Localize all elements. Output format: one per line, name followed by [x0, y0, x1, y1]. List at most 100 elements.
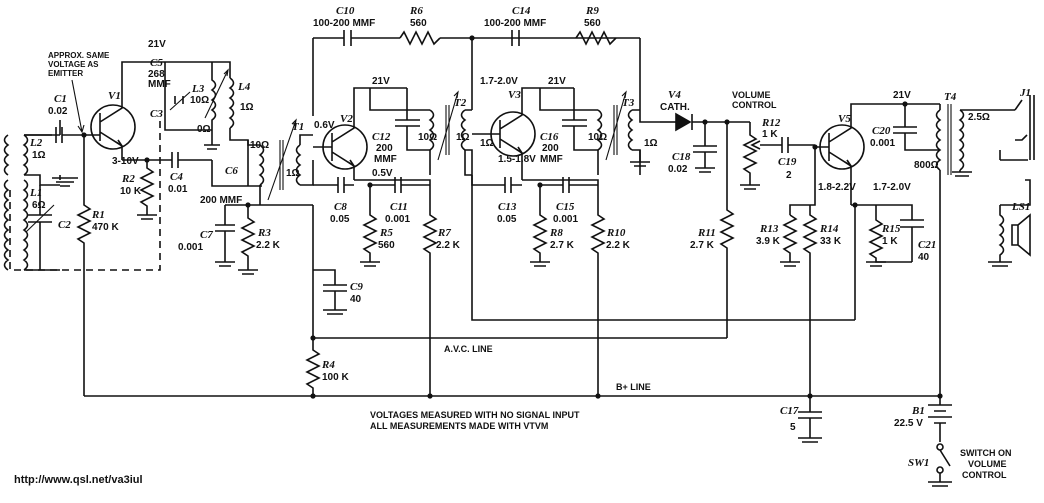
v3-emitter-voltage: 1.5-1.8V	[498, 154, 536, 165]
value-b1: 22.5 V	[894, 418, 923, 429]
resistor-r1	[76, 135, 92, 396]
label-r3: R3	[257, 227, 271, 239]
label-t4: T4	[944, 91, 957, 103]
note-measure-line2: ALL MEASUREMENTS MADE WITH VTVM	[370, 421, 548, 431]
value-r10: 2.2 K	[606, 240, 631, 251]
value-c6: 200 MMF	[200, 195, 242, 206]
value-r7: 2.2 K	[436, 240, 461, 251]
v2-base-voltage: 0.6V	[314, 120, 335, 131]
label-l2: L2	[29, 137, 43, 149]
label-c4: C4	[170, 171, 183, 183]
label-r9: R9	[585, 5, 599, 17]
value-l2: 1Ω	[32, 150, 46, 161]
capacitor-c14	[511, 30, 520, 46]
capacitor-c16	[562, 110, 598, 151]
capacitor-c2	[25, 185, 55, 270]
label-avc-line: A.V.C. LINE	[444, 344, 493, 354]
value-c17: 5	[790, 422, 796, 433]
resistor-r7	[422, 200, 438, 396]
label-r6: R6	[409, 5, 423, 17]
value-c20: 0.001	[870, 138, 895, 149]
capacitor-c10	[343, 30, 356, 46]
value-r3: 2.2 K	[256, 240, 281, 251]
t1-pri: 10Ω	[250, 140, 269, 151]
label-c6: C6	[225, 165, 238, 177]
resistor-r4	[305, 338, 321, 396]
label-c16: C16	[540, 131, 559, 143]
unit-c12: MMF	[374, 154, 397, 165]
capacitor-c21	[900, 219, 924, 262]
value-c5: 268	[148, 69, 165, 80]
value-c8: 0.05	[330, 214, 350, 225]
value-r2: 10 K	[120, 186, 142, 197]
capacitor-c4	[147, 152, 212, 168]
label-c20: C20	[872, 125, 891, 137]
value-c16: 200	[542, 143, 559, 154]
label-c17: C17	[780, 405, 799, 417]
v1-voltage: 3-10V	[112, 156, 139, 167]
v21-a: 21V	[148, 39, 166, 50]
jack-j1	[999, 95, 1035, 161]
label-c7: C7	[200, 229, 213, 241]
capacitor-c12	[395, 110, 430, 151]
label-r11: R11	[697, 227, 716, 239]
value-c4: 0.01	[168, 184, 188, 195]
transformer-t1	[247, 118, 314, 206]
value-r5: 560	[378, 240, 395, 251]
resistor-r11	[719, 122, 735, 338]
value-r13: 3.9 K	[756, 236, 781, 247]
t3-sec: 1Ω	[644, 138, 658, 149]
capacitor-c17	[798, 396, 822, 443]
value-c21: 40	[918, 252, 930, 263]
v2-emitter-voltage: 0.5V	[372, 168, 393, 179]
battery-b1	[928, 396, 952, 442]
transistor-v2	[313, 87, 407, 180]
label-r12: R12	[761, 117, 781, 129]
unit-c5: MMF	[148, 79, 171, 90]
label-c15: C15	[556, 201, 575, 213]
value-r8: 2.7 K	[550, 240, 575, 251]
resistor-r5	[362, 185, 378, 262]
gang-dashed-line	[9, 120, 161, 271]
t4-pri: 800Ω	[914, 160, 939, 171]
value-r1: 470 K	[92, 222, 119, 233]
t4-sec: 2.5Ω	[968, 112, 990, 123]
capacitor-c18	[693, 122, 717, 173]
value-c14: 100-200 MMF	[484, 18, 546, 29]
v5-emitter-voltage: 1.7-2.0V	[873, 182, 911, 193]
label-c12: C12	[372, 131, 391, 143]
v21-d: 21V	[893, 90, 911, 101]
value-r12: 1 K	[762, 129, 778, 140]
label-v4: V4	[668, 89, 681, 101]
value-c18: 0.02	[668, 164, 688, 175]
label-j1: J1	[1019, 87, 1031, 99]
value-c7: 0.001	[178, 242, 203, 253]
v21-c: 21V	[548, 76, 566, 87]
label-ls1: LS1	[1011, 201, 1030, 213]
resistor-r15	[868, 205, 912, 263]
label-c14: C14	[512, 5, 531, 17]
junction-dots	[81, 35, 943, 399]
switch-sw1[interactable]	[928, 443, 952, 487]
transformer-t4	[935, 104, 1015, 396]
label-r8: R8	[549, 227, 563, 239]
diode-v4	[660, 112, 750, 132]
svg-text:EMITTER: EMITTER	[48, 69, 83, 78]
value-r9: 560	[584, 18, 601, 29]
label-v3: V3	[508, 89, 521, 101]
coil-l3	[204, 62, 229, 130]
label-c9: C9	[350, 281, 363, 293]
value-c12: 200	[376, 143, 393, 154]
label-l4: L4	[237, 81, 251, 93]
volume-control-line2: CONTROL	[732, 100, 777, 110]
capacitor-c6	[211, 160, 262, 187]
label-t3: T3	[622, 97, 635, 109]
capacitor-c19	[775, 137, 815, 153]
value-r6: 560	[410, 18, 427, 29]
t3-pri: 10Ω	[588, 132, 607, 143]
label-c11: C11	[390, 201, 408, 213]
label-r7: R7	[437, 227, 451, 239]
label-c3: C3	[150, 108, 163, 120]
volume-control-r12[interactable]	[740, 122, 775, 190]
